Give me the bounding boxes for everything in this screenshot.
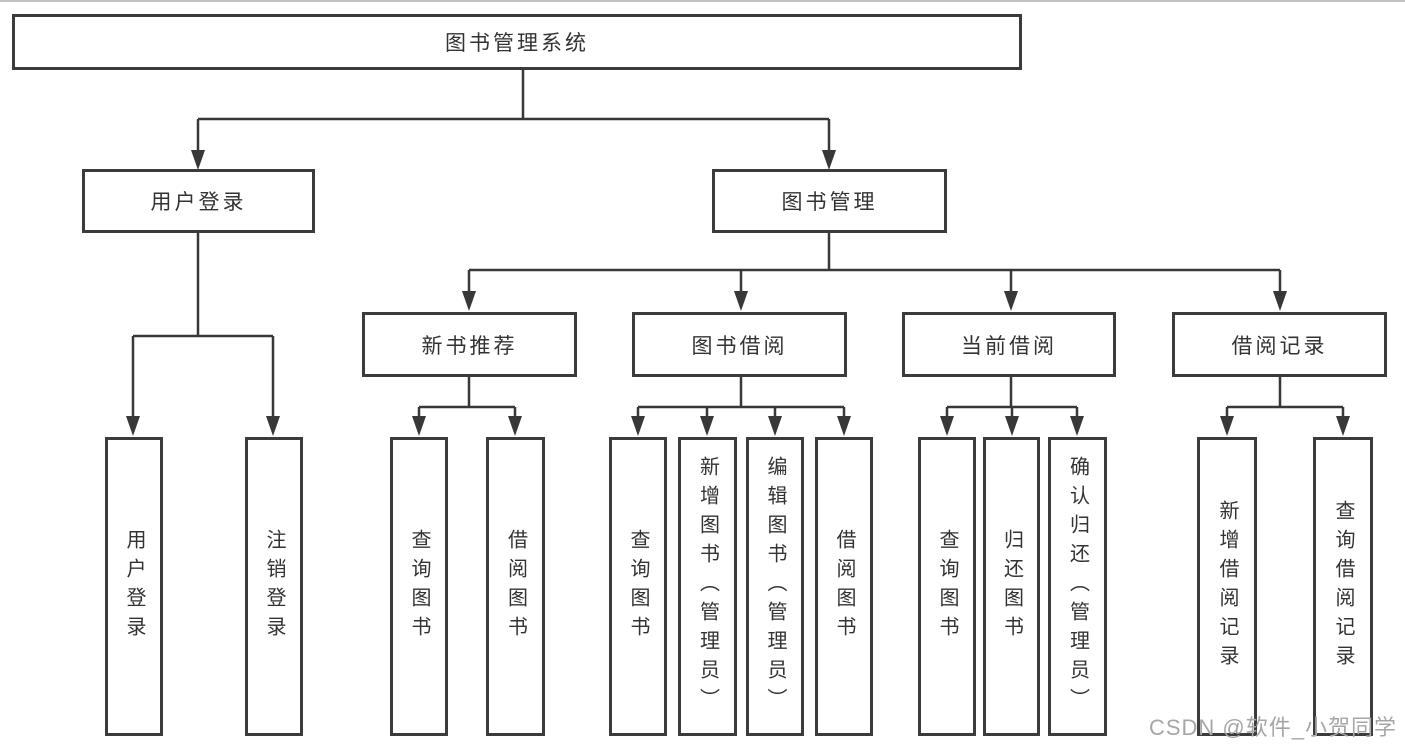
node-borrowing-records: 借阅记录 [1172,312,1387,377]
node-label: 查询图书 [627,528,649,645]
leaf-user-login: 用户登录 [105,437,163,736]
node-label: 新书推荐 [421,334,518,358]
node-book-borrowing: 图书借阅 [632,312,847,377]
node-label: 图书借阅 [691,334,788,358]
node-book-management: 图书管理 [712,169,947,233]
node-label: 借阅图书 [833,528,855,645]
node-label: 归还图书 [1000,528,1023,645]
leaf-return-books: 归还图书 [983,437,1040,736]
leaf-edit-books-admin: 编辑图书（管理员） [746,437,804,736]
node-label: 新增图书（管理员） [696,456,719,717]
node-label: 编辑图书（管理员） [764,456,786,717]
node-label: 查询借阅记录 [1332,499,1354,674]
node-label: 用户登录 [123,528,145,645]
node-label: 图书管理系统 [445,32,589,55]
node-new-book-recommend: 新书推荐 [362,312,577,377]
node-label: 注销登录 [263,528,285,645]
node-label: 借阅图书 [504,528,527,645]
leaf-borrow-books-1: 借阅图书 [486,437,545,736]
node-label: 借阅记录 [1231,334,1328,358]
node-library-management-system: 图书管理系统 [12,14,1022,70]
node-user-login: 用户登录 [82,169,315,233]
node-label: 用户登录 [150,191,247,214]
leaf-borrow-books-2: 借阅图书 [815,437,873,736]
leaf-query-borrow-record: 查询借阅记录 [1313,437,1373,736]
csdn-watermark: CSDN @软件_小贺同学 [1148,715,1397,740]
top-edge-line [0,0,1405,2]
node-label: 新增借阅记录 [1216,499,1238,674]
node-label: 确认归还（管理员） [1066,456,1089,717]
leaf-query-books-2: 查询图书 [609,437,667,736]
node-current-borrowing: 当前借阅 [902,312,1116,377]
leaf-query-books-3: 查询图书 [918,437,976,736]
leaf-query-books-1: 查询图书 [390,437,448,736]
leaf-add-borrow-record: 新增借阅记录 [1197,437,1257,736]
leaf-confirm-return-admin: 确认归还（管理员） [1048,437,1107,736]
node-label: 图书管理 [781,191,878,214]
leaf-logout: 注销登录 [245,437,303,736]
node-label: 当前借阅 [961,334,1057,358]
node-label: 查询图书 [936,528,958,645]
leaf-add-books-admin: 新增图书（管理员） [678,437,737,736]
node-label: 查询图书 [408,528,430,645]
